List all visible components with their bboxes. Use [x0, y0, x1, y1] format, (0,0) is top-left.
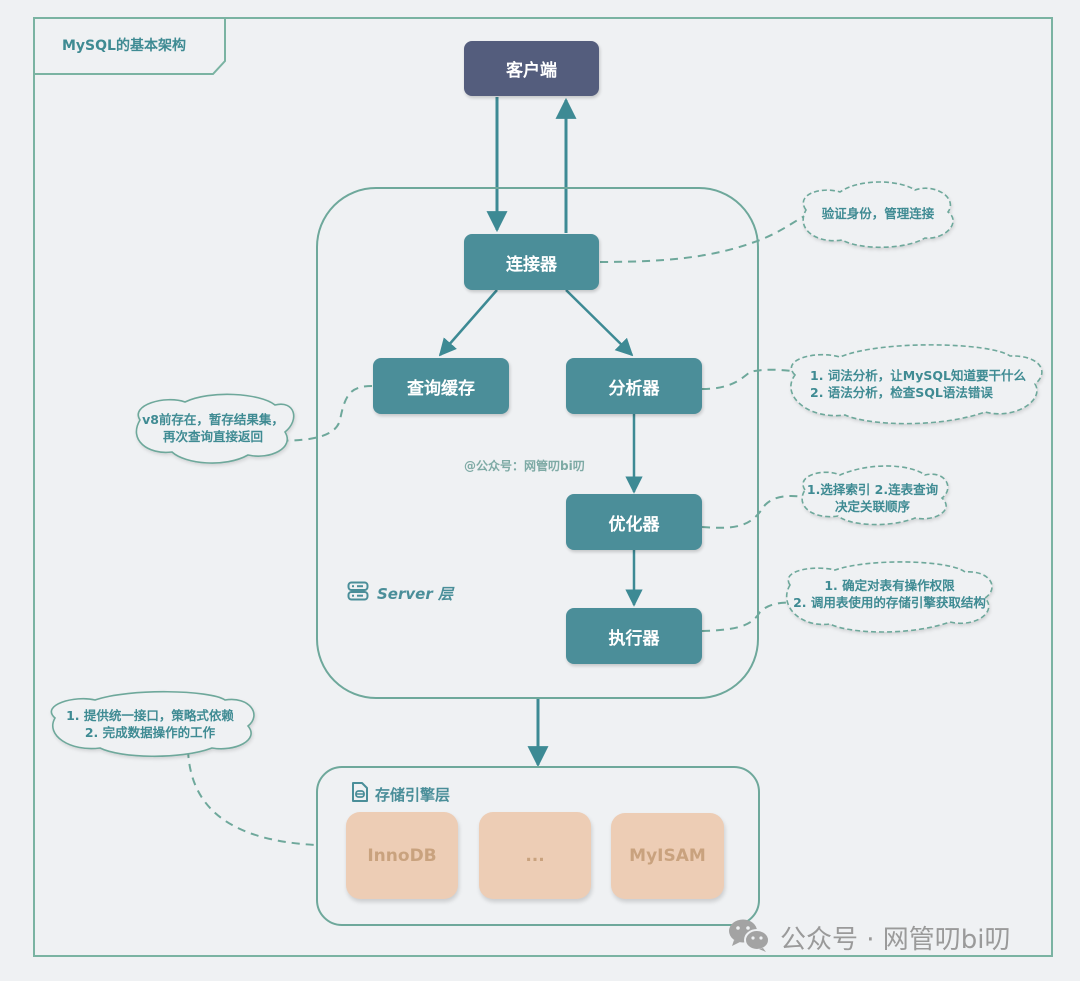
server-layer-label: Server 层 [377, 584, 453, 603]
query-cache-node: 查询缓存 [373, 358, 509, 414]
diagram-title: MySQL的基本架构 [62, 38, 186, 54]
note-connector: 验证身份，管理连接 [808, 205, 948, 222]
note-optimizer: 1.选择索引 2.连表查询 决定关联顺序 [800, 481, 945, 515]
dash-optimizer-note [701, 495, 806, 529]
storage-layer-label-group: 存储引擎层 [351, 781, 450, 807]
diagram-frame [33, 17, 1053, 957]
note-optimizer-line-1: 1.选择索引 2.连表查询 [806, 482, 939, 497]
engine-innodb: InnoDB [346, 812, 458, 899]
wechat-icon [728, 918, 770, 956]
note-executor-line-1: 1. 确定对表有操作权限 [824, 578, 955, 593]
arrow-connector-to-cache [438, 289, 498, 357]
cloud-cache-note [135, 393, 295, 464]
dash-executor-note [701, 601, 801, 632]
note-executor-line-2: 2. 调用表使用的存储引擎获取结构 [793, 595, 986, 610]
cloud-storage-note [50, 690, 255, 758]
note-query-cache-line-1: v8前存在，暂存结果集， [142, 412, 284, 427]
note-storage-line-1: 1. 提供统一接口，策略式依赖 [66, 708, 234, 723]
connector-node: 连接器 [464, 234, 599, 290]
server-icon [347, 581, 369, 605]
footer-watermark-group: 公众号 · 网管叨bi叨 [728, 918, 1011, 956]
arrow-connector-to-analyzer [565, 289, 634, 357]
note-analyzer-line-1: 1. 词法分析，让MySQL知道要干什么 [810, 368, 1026, 383]
note-executor: 1. 确定对表有操作权限 2. 调用表使用的存储引擎获取结构 [782, 577, 997, 611]
server-layer-container [316, 187, 759, 699]
dash-cache-note [261, 385, 373, 442]
dash-storage-note [187, 749, 317, 846]
executor-node: 执行器 [566, 608, 702, 664]
analyzer-node: 分析器 [566, 358, 702, 414]
storage-layer-container [316, 766, 760, 926]
client-node: 客户端 [464, 41, 599, 96]
note-query-cache-line-2: 再次查询直接返回 [162, 429, 263, 444]
cloud-optimizer-note [801, 465, 949, 526]
server-layer-label-group: Server 层 [347, 581, 453, 605]
cloud-connector-note [802, 181, 954, 249]
footer-watermark: 公众号 · 网管叨bi叨 [780, 924, 1011, 955]
engine-myisam: MyISAM [611, 813, 724, 899]
file-database-icon [351, 781, 369, 807]
server-watermark: @公众号：网管叨bi叨 [464, 459, 585, 473]
title-tab-border [33, 17, 226, 75]
note-optimizer-line-2: 决定关联顺序 [834, 499, 910, 514]
note-query-cache: v8前存在，暂存结果集， 再次查询直接返回 [138, 411, 288, 445]
engine-more: ... [479, 812, 591, 899]
note-analyzer-line-2: 2. 语法分析，检查SQL语法错误 [810, 385, 993, 400]
cloud-executor-note [785, 561, 993, 633]
cloud-analyzer-note [790, 344, 1043, 425]
storage-layer-label: 存储引擎层 [375, 785, 451, 804]
dash-analyzer-note [701, 368, 801, 390]
note-connector-line-1: 验证身份，管理连接 [821, 206, 935, 221]
optimizer-node: 优化器 [566, 494, 702, 550]
note-storage-line-2: 2. 完成数据操作的工作 [84, 725, 216, 740]
note-storage: 1. 提供统一接口，策略式依赖 2. 完成数据操作的工作 [50, 707, 250, 741]
note-analyzer: 1. 词法分析，让MySQL知道要干什么 2. 语法分析，检查SQL语法错误 [810, 367, 1046, 401]
